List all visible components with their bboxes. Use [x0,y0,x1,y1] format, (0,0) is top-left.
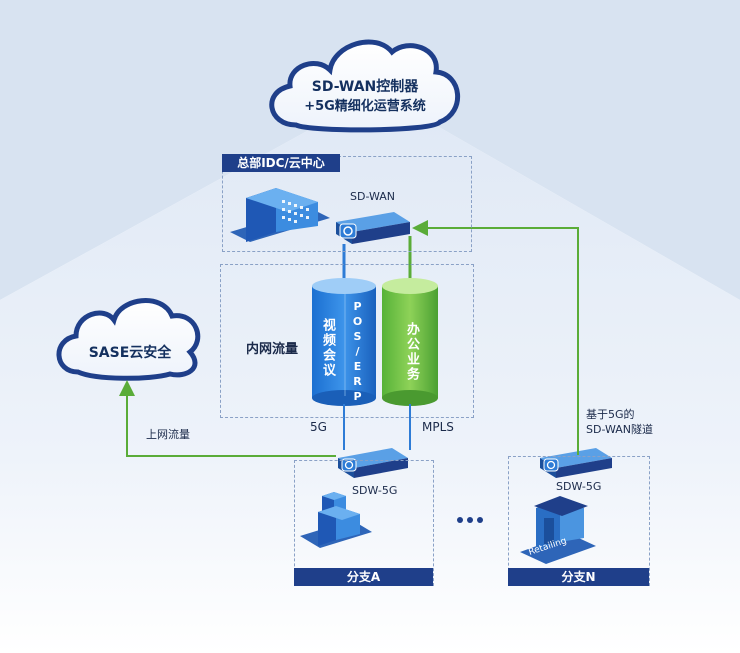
branch-n-title-tab: 分支N [508,568,649,586]
internal-traffic-box [220,264,474,418]
office-business-label: 办公业务 [404,322,419,382]
internet-traffic-label: 上网流量 [146,428,190,441]
controller-cloud [269,39,460,133]
more-branches-dots [457,517,483,523]
tunnel-label-line1: 基于5G的 [586,408,635,421]
mpls-link-label: MPLS [422,420,454,434]
branch-n-shop-icon [520,496,596,564]
tunnel-label-line2: SD-WAN隧道 [586,423,654,436]
branch-n-box [508,456,650,586]
controller-title-line2: +5G精细化运营系统 [304,99,426,114]
video-conference-label: 视频会议 [320,318,335,378]
controller-title-line1: SD-WAN控制器 [311,79,419,95]
branch-n-device-label: SDW-5G [556,480,602,493]
hq-title-tab: 总部IDC/云中心 [222,154,340,172]
sase-cloud [56,298,201,381]
green-traffic-cylinder [382,278,438,406]
hq-building-icon [230,188,330,242]
hq-sdwan-device-icon [336,212,410,244]
branch-n-device-icon [540,448,612,478]
sase-label: SASE云安全 [88,345,172,361]
branch-a-device-icon [338,448,408,478]
pos-erp-label: POS/ERP [351,300,364,405]
internal-traffic-label: 内网流量 [246,342,299,357]
hq-device-label: SD-WAN [350,190,396,203]
sky-band [0,0,740,300]
branch-a-building-icon [300,492,372,548]
branch-a-title-tab: 分支A [294,568,433,586]
hq-box [222,156,472,252]
blue-traffic-cylinder [312,278,376,406]
fiveg-link-label: 5G [310,420,327,434]
branch-a-device-label: SDW-5G [352,484,398,497]
